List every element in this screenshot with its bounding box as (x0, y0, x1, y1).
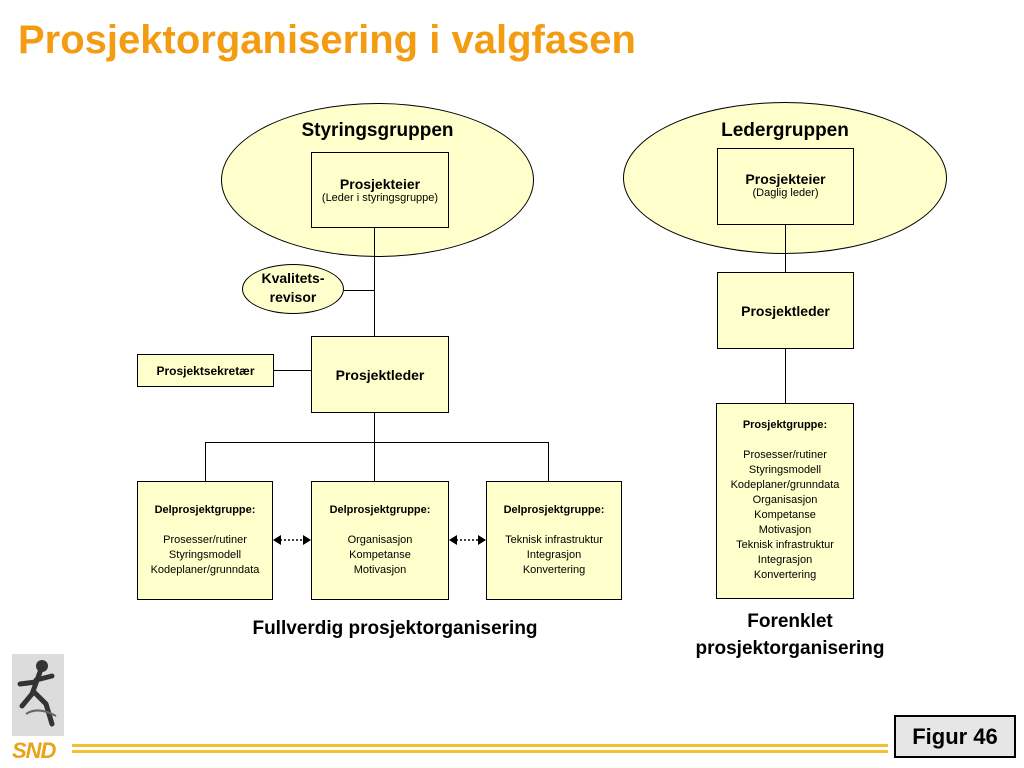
right-group-item: Styringsmodell (748, 464, 822, 476)
left-owner-subtitle: (Leder i styringsgruppe) (321, 192, 439, 204)
page-title: Prosjektorganisering i valgfasen (18, 18, 636, 62)
connector-owner-leader (374, 228, 375, 336)
kvalitetsrevisor-label: Kvalitets- revisor (242, 269, 344, 307)
connector-sub3 (548, 442, 549, 481)
right-caption: Forenklet prosjektorganisering (660, 608, 920, 662)
right-group-item: Prosesser/rutiner (743, 449, 827, 461)
double-arrow-2-3 (449, 535, 486, 545)
footer-stripe-2 (72, 750, 888, 753)
right-owner-box: Prosjekteier (Daglig leder) (717, 148, 854, 225)
subgroup-box-2: Delprosjektgruppe: Organisasjon Kompetan… (311, 481, 449, 600)
footer-stripe-1 (72, 744, 888, 747)
connector-sub1 (205, 442, 206, 481)
right-group-item: Motivasjon (758, 524, 812, 536)
connector-quality (344, 290, 375, 291)
right-group-item: Kompetanse (754, 509, 816, 521)
right-group-item: Kodeplaner/grunndata (730, 479, 840, 491)
connector-leader-down (374, 413, 375, 443)
subgroup-2-title: Delprosjektgruppe: (329, 504, 431, 516)
right-group-item: Organisasjon (752, 494, 818, 506)
subgroup-1-item: Prosesser/rutiner (163, 534, 247, 546)
subgroup-3-item: Teknisk infrastruktur (505, 534, 603, 546)
subgroup-1-item: Kodeplaner/grunndata (150, 564, 260, 576)
right-group-item: Teknisk infrastruktur (736, 539, 834, 551)
kvalitetsrevisor-line1: Kvalitets- (261, 270, 325, 286)
right-leader-box: Prosjektleder (717, 272, 854, 349)
logo-snd: SND (12, 738, 56, 763)
left-owner-box: Prosjekteier (Leder i styringsgruppe) (311, 152, 449, 228)
right-group-title: Prosjektgruppe: (742, 419, 828, 431)
right-caption-line2: prosjektorganisering (695, 638, 885, 659)
left-leader-box: Prosjektleder (311, 336, 449, 413)
right-caption-line1: Forenklet (747, 611, 833, 632)
subgroup-2-item: Motivasjon (353, 564, 407, 576)
kvalitetsrevisor-line2: revisor (269, 289, 317, 305)
subgroup-2-item: Organisasjon (347, 534, 413, 546)
subgroup-2-item: Kompetanse (349, 549, 411, 561)
double-arrow-1-2 (273, 535, 311, 545)
left-owner-title: Prosjekteier (339, 176, 421, 192)
subgroup-3-title: Delprosjektgruppe: (503, 504, 605, 516)
subgroup-3-item: Integrasjon (526, 549, 582, 561)
ledergruppen-label: Ledergruppen (721, 120, 849, 141)
subgroup-3-item: Konvertering (522, 564, 586, 576)
subgroup-box-3: Delprosjektgruppe: Teknisk infrastruktur… (486, 481, 622, 600)
right-owner-subtitle: (Daglig leder) (752, 187, 819, 199)
secretary-label: Prosjektsekretær (156, 363, 255, 378)
right-group-item: Konvertering (753, 569, 817, 581)
right-group-box: Prosjektgruppe: Prosesser/rutiner Styrin… (716, 403, 854, 599)
figure-label-badge: Figur 46 (894, 715, 1016, 758)
connector-secretary (274, 370, 311, 371)
right-group-item: Integrasjon (757, 554, 813, 566)
secretary-box: Prosjektsekretær (137, 354, 274, 387)
styringsgruppen-label: Styringsgruppen (301, 120, 454, 141)
right-leader-label: Prosjektleder (741, 302, 830, 319)
subgroup-1-title: Delprosjektgruppe: (154, 504, 256, 516)
left-leader-label: Prosjektleder (335, 366, 425, 383)
connector-right-leader-group (785, 349, 786, 403)
subgroup-box-1: Delprosjektgruppe: Prosesser/rutiner Sty… (137, 481, 273, 600)
right-owner-title: Prosjekteier (745, 171, 826, 187)
logo-runner-image (12, 654, 64, 736)
kvalitetsrevisor-ellipse (242, 264, 344, 314)
left-caption: Fullverdig prosjektorganisering (252, 618, 538, 639)
subgroup-1-item: Styringsmodell (168, 549, 242, 561)
connector-right-owner-leader (785, 225, 786, 272)
connector-sub2 (374, 442, 375, 481)
connector-horizontal (205, 442, 549, 443)
